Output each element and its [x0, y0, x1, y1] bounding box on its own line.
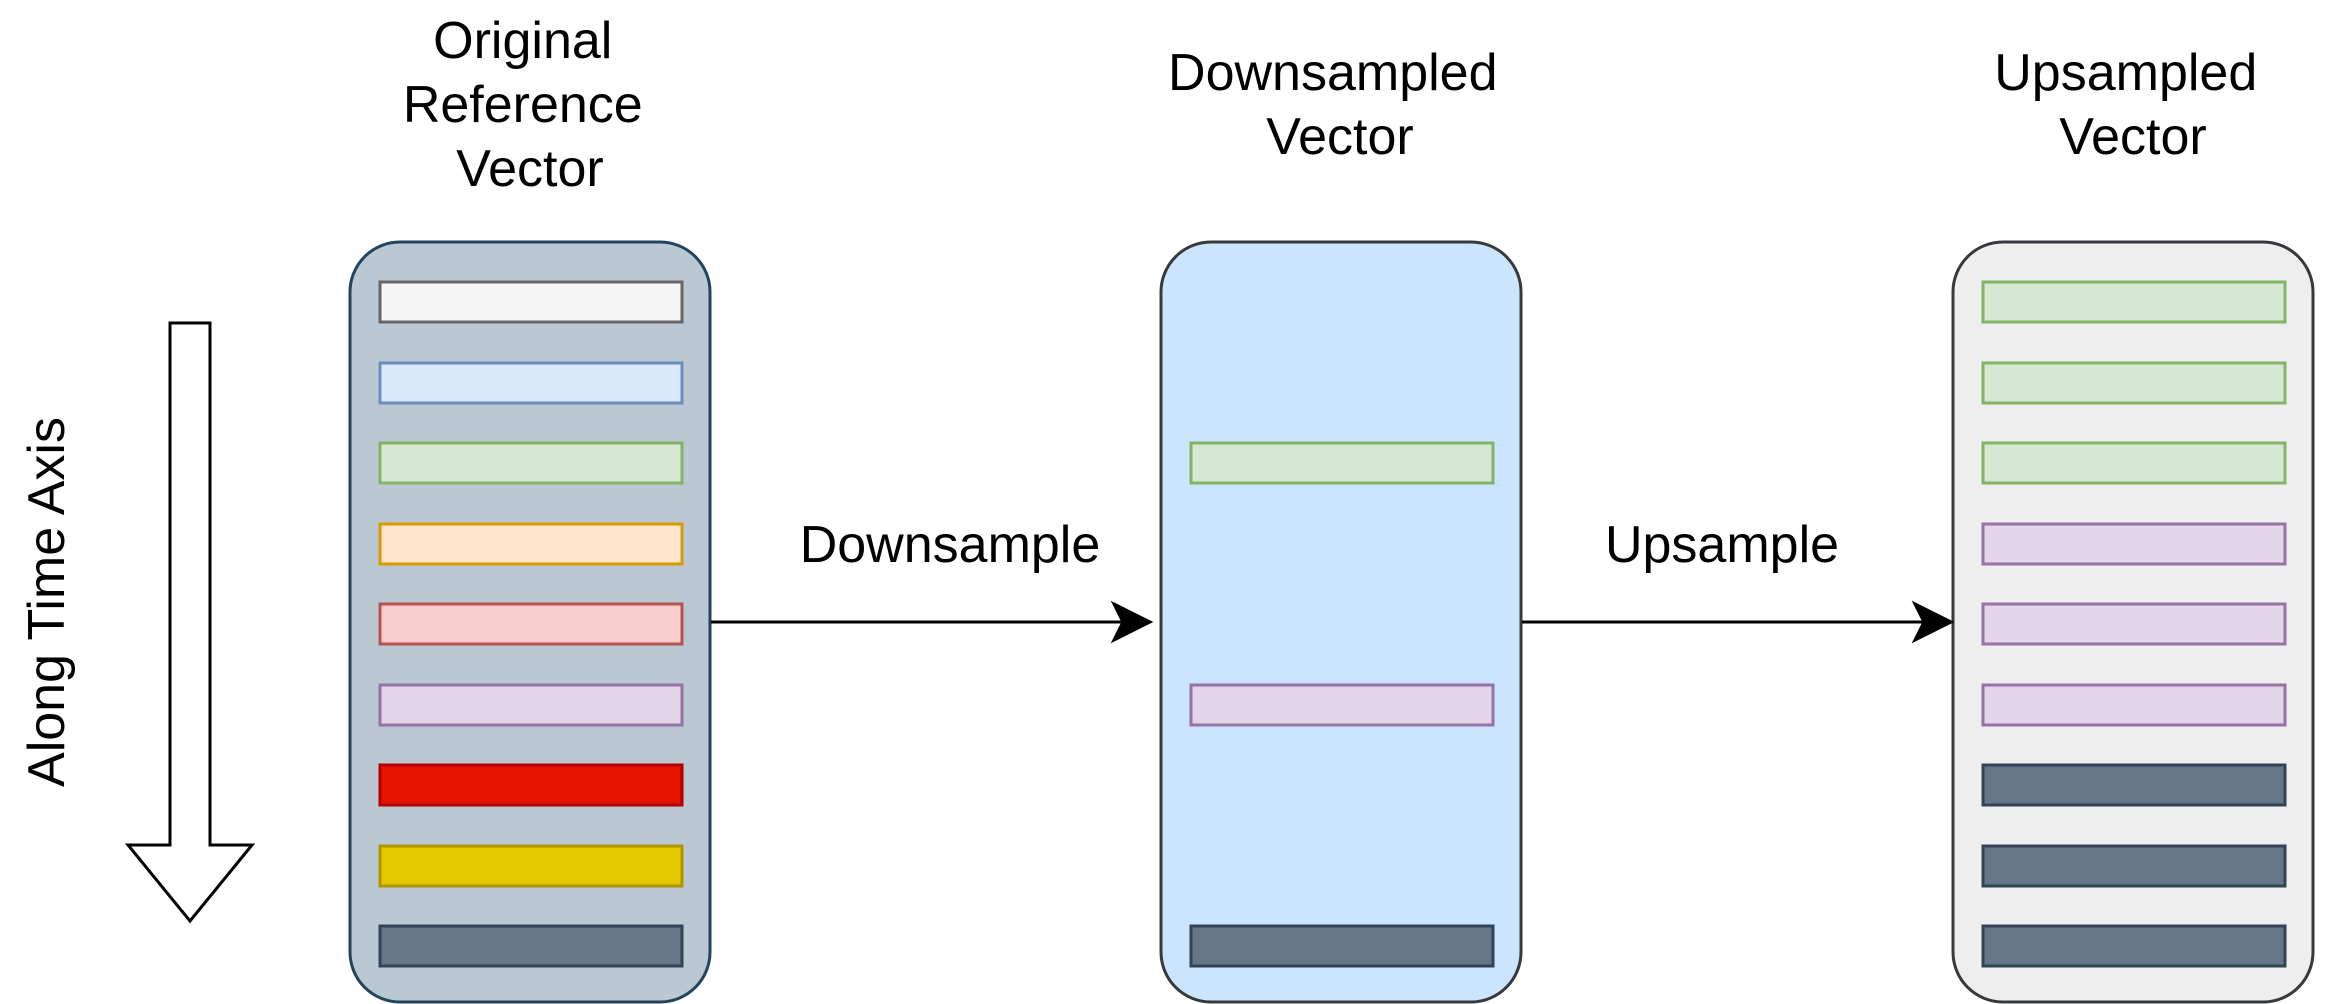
downsampled-title: Downsampled Vector — [1168, 44, 1512, 166]
original-cells — [378, 280, 684, 968]
upsample-arrowhead — [1911, 600, 1955, 644]
original-cell-9 — [378, 924, 684, 968]
original-cell-3 — [378, 441, 684, 485]
original-cell-6 — [378, 683, 684, 727]
upsampled-title-line-2: Vector — [2059, 108, 2206, 166]
upsampled-cell-1 — [1981, 280, 2287, 324]
downsample-arrowhead — [1110, 600, 1154, 644]
upsampled-title: Upsampled Vector — [1994, 44, 2271, 166]
original-cell-4 — [378, 522, 684, 566]
upsampled-cell-8 — [1981, 844, 2287, 888]
time-axis-arrow — [124, 321, 256, 924]
original-cell-7 — [378, 763, 684, 807]
downsampled-cell-1 — [1189, 441, 1495, 485]
downsampled-cell-3 — [1189, 924, 1495, 968]
upsampled-cell-6 — [1981, 683, 2287, 727]
original-cell-1 — [378, 280, 684, 324]
original-cell-2 — [378, 361, 684, 405]
original-title-line-1: Original — [433, 12, 612, 70]
edge-downsample: Downsample — [711, 516, 1154, 644]
upsampled-cell-2 — [1981, 361, 2287, 405]
edge-upsample: Upsample — [1522, 516, 1955, 644]
downsample-label: Downsample — [800, 516, 1101, 574]
downsampled-container — [1159, 240, 1523, 1004]
original-title-line-2: Reference — [403, 76, 643, 134]
upsampled-cell-3 — [1981, 441, 2287, 485]
original-cell-8 — [378, 844, 684, 888]
downsampled-title-line-1: Downsampled — [1168, 44, 1498, 102]
upsampled-cell-4 — [1981, 522, 2287, 566]
time-axis-label: Along Time Axis — [18, 417, 76, 787]
upsampled-cell-9 — [1981, 924, 2287, 968]
upsampled-cell-7 — [1981, 763, 2287, 807]
original-title-line-3: Vector — [456, 140, 603, 198]
upsampled-title-line-1: Upsampled — [1994, 44, 2257, 102]
upsample-label: Upsample — [1605, 516, 1839, 574]
upsampled-cell-5 — [1981, 602, 2287, 646]
original-title: Original Reference Vector — [403, 12, 657, 198]
upsampled-cells — [1981, 280, 2287, 968]
downsampled-title-line-2: Vector — [1266, 108, 1413, 166]
column-upsampled: Upsampled Vector — [1951, 44, 2315, 1004]
time-axis: Along Time Axis — [18, 321, 256, 924]
original-cell-5 — [378, 602, 684, 646]
column-downsampled: Downsampled Vector — [1159, 44, 1523, 1004]
downsampled-cells — [1189, 441, 1495, 968]
downsampled-cell-2 — [1189, 683, 1495, 727]
column-original: Original Reference Vector — [348, 12, 712, 1004]
